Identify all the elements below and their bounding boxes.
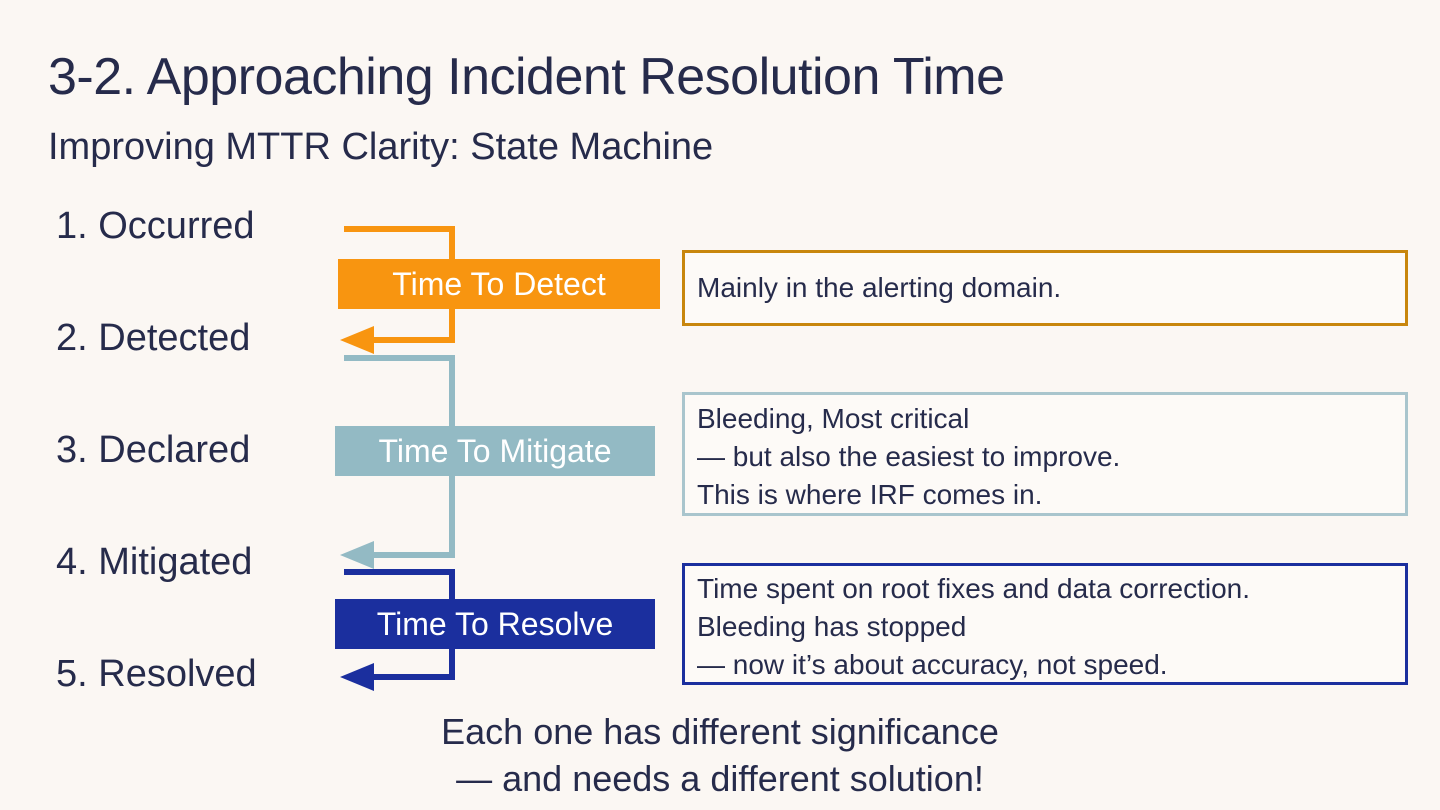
callout-mitigate-line-2: — but also the easiest to improve. [697, 441, 1121, 472]
state-label-resolved: 5. Resolved [56, 653, 257, 695]
footer-line-1: Each one has different significance [441, 711, 999, 752]
callout-mitigate: Bleeding, Most critical — but also the e… [682, 392, 1408, 516]
callout-detect: Mainly in the alerting domain. [682, 250, 1408, 326]
footer-message: Each one has different significance — an… [0, 708, 1440, 802]
footer-line-2: — and needs a different solution! [456, 758, 984, 799]
callout-resolve-line-2: Bleeding has stopped [697, 611, 967, 642]
state-label-detected: 2. Detected [56, 317, 251, 359]
state-label-occurred: 1. Occurred [56, 205, 255, 247]
callout-detect-line-1: Mainly in the alerting domain. [697, 272, 1062, 303]
page-title: 3-2. Approaching Incident Resolution Tim… [48, 48, 1005, 106]
callout-resolve-line-3: — now it’s about accuracy, not speed. [697, 649, 1168, 680]
page-subtitle: Improving MTTR Clarity: State Machine [48, 126, 714, 168]
callout-mitigate-line-1: Bleeding, Most critical [697, 403, 970, 434]
phase-chip-time-to-mitigate[interactable]: Time To Mitigate [335, 426, 655, 476]
callout-resolve: Time spent on root fixes and data correc… [682, 563, 1408, 685]
phase-chip-time-to-detect[interactable]: Time To Detect [338, 259, 660, 309]
state-label-declared: 3. Declared [56, 429, 251, 471]
phase-chip-time-to-resolve[interactable]: Time To Resolve [335, 599, 655, 649]
callout-resolve-line-1: Time spent on root fixes and data correc… [697, 573, 1251, 604]
state-label-mitigated: 4. Mitigated [56, 541, 253, 583]
callout-mitigate-line-3: This is where IRF comes in. [697, 479, 1043, 510]
